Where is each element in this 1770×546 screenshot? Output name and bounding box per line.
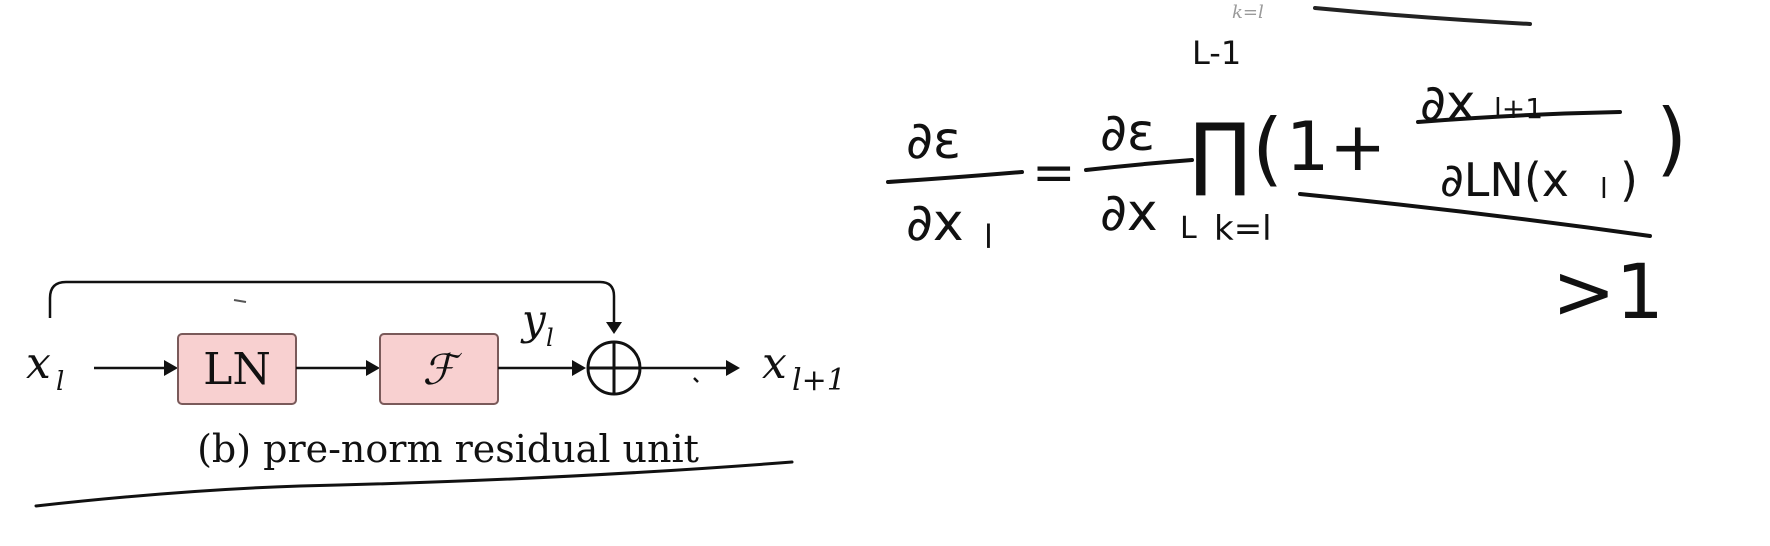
- arrow-f-add-head: [572, 360, 586, 376]
- equation-underline-stroke: [1298, 192, 1652, 238]
- lhs-denominator: ∂x: [906, 193, 964, 253]
- prod-lower-limit: k=l: [1214, 209, 1272, 249]
- rhs-den-sub: L: [1180, 211, 1197, 246]
- inner-fraction-bar: [1416, 110, 1622, 124]
- handwritten-equation: ∂ε ∂x l = ∂ε ∂x L L-1 ∏ k=l ( 1+ ∂x l+1 …: [886, 34, 1687, 336]
- pre-norm-diagram: x l LN ℱ y l: [26, 280, 846, 508]
- top-fragment-stroke: [1313, 6, 1532, 26]
- arrow-ln-f-head: [366, 360, 380, 376]
- output-sub: l+1: [792, 363, 846, 398]
- output-label: x l+1: [762, 338, 846, 398]
- arrow-add-output-head: [726, 360, 740, 376]
- y-label: y l: [520, 295, 554, 352]
- y-text: y: [520, 295, 547, 344]
- top-fragment-label: k=l: [1232, 2, 1264, 23]
- rhs-numerator: ∂ε: [1100, 103, 1155, 163]
- prod-upper-limit: L-1: [1192, 34, 1241, 72]
- caption-underline-stroke: [34, 460, 794, 508]
- add-node: [586, 340, 642, 396]
- inner-den-sub: l: [1600, 172, 1608, 205]
- input-label: x l: [26, 338, 64, 397]
- stray-mark: [233, 299, 247, 303]
- inner-numerator: ∂x: [1420, 74, 1475, 132]
- inner-den-close: ): [1620, 153, 1638, 207]
- input-sub: l: [56, 367, 64, 397]
- f-block: ℱ: [379, 333, 499, 405]
- arrow-input-ln-head: [164, 360, 178, 376]
- lhs-fraction-bar: [886, 170, 1024, 184]
- skip-connection-line: [48, 280, 616, 330]
- lhs-den-sub: l: [984, 218, 993, 256]
- prod-symbol: ∏: [1190, 106, 1251, 199]
- skip-arrowhead: [606, 322, 622, 334]
- inner-num-sub: l+1: [1494, 92, 1543, 125]
- rhs-fraction-bar: [1084, 158, 1194, 172]
- caption: (b) pre-norm residual unit: [197, 427, 699, 471]
- y-sub: l: [546, 324, 554, 352]
- output-x: x: [762, 338, 787, 389]
- stray-tick: [693, 377, 699, 383]
- one-plus: 1+: [1286, 108, 1386, 187]
- equals-sign: =: [1032, 143, 1076, 203]
- lhs-numerator: ∂ε: [906, 111, 961, 171]
- rhs-denominator: ∂x: [1100, 183, 1158, 243]
- open-paren: (: [1252, 102, 1283, 195]
- greater-than-one: >1: [1552, 247, 1664, 336]
- close-paren: ): [1656, 92, 1687, 185]
- ln-label: LN: [203, 344, 271, 395]
- ln-block: LN: [177, 333, 297, 405]
- input-x: x: [26, 338, 51, 389]
- inner-denominator: ∂LN(x: [1440, 153, 1569, 207]
- top-fragment: k=l: [1232, 2, 1532, 26]
